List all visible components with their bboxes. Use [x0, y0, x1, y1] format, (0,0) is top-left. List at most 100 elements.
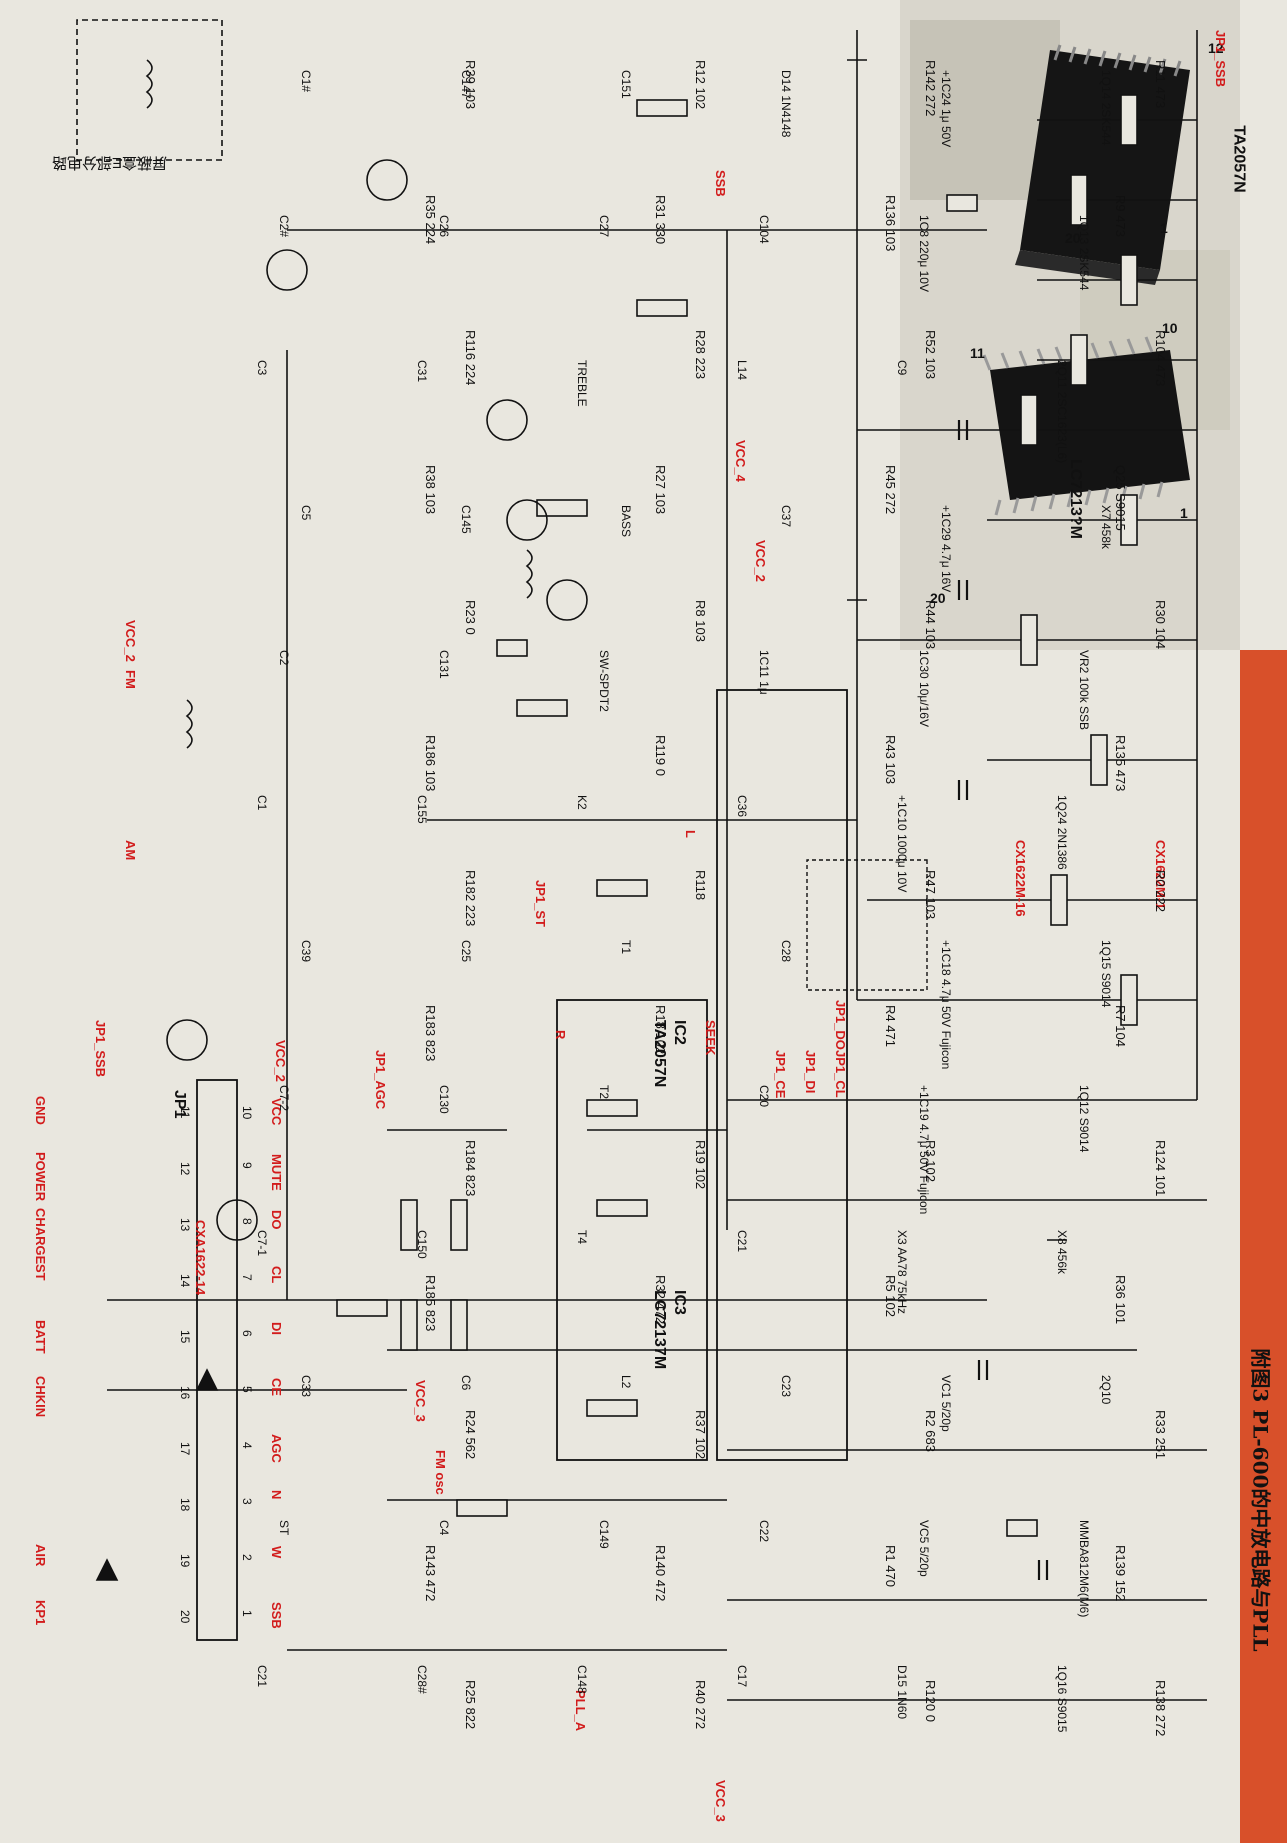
component-r47: R47 103	[923, 870, 938, 920]
jp1-signal-13: CHARGE	[33, 1208, 48, 1265]
label-vc1: VC1 5/20p	[939, 1375, 953, 1432]
jp1-pin-4: 4	[240, 1442, 254, 1449]
x3-body	[1006, 1519, 1038, 1537]
component-r9: R9 473	[1113, 195, 1128, 237]
component-r45: R45 272	[883, 465, 898, 515]
r11-body	[1120, 94, 1138, 146]
pin-1b-label: 1	[1180, 505, 1188, 521]
component-r18: R18 102	[653, 1005, 668, 1055]
net-fm: FM	[123, 670, 138, 689]
r104-body	[1120, 254, 1138, 306]
r0-body	[1070, 334, 1088, 386]
net-jp1-agc: JP1_AGC	[373, 1050, 388, 1110]
label-sw: SW-SPDT2	[597, 650, 611, 712]
label-t2: T2	[597, 1085, 611, 1100]
component-r25: R25 822	[463, 1680, 478, 1730]
jp1-pin-5: 5	[240, 1386, 254, 1393]
jp1-pin-12: 12	[178, 1162, 192, 1176]
jp1-pin-13: 13	[178, 1218, 192, 1232]
component-r124: R124 101	[1153, 1140, 1168, 1197]
component-r184: R184 823	[463, 1140, 478, 1197]
component-r139: R139 152	[1113, 1545, 1128, 1602]
jp1-pin-9: 9	[240, 1162, 254, 1169]
net-l: L	[683, 830, 698, 838]
r4-body	[636, 99, 688, 117]
net-pll-a: PLL_A	[573, 1690, 588, 1732]
r182-body	[450, 1199, 468, 1251]
label-c36: C36	[735, 795, 749, 818]
jp1-pin-6: 6	[240, 1330, 254, 1337]
jp1-signal-9: MUTE	[269, 1154, 284, 1191]
label-t1: T1	[619, 940, 633, 955]
r27-body	[516, 699, 568, 717]
component-r136: R136 103	[883, 195, 898, 252]
jp1-signal-5: CE	[269, 1378, 284, 1397]
label-c150: C150	[415, 1230, 429, 1259]
ic2-body	[716, 689, 848, 1461]
q10-body	[166, 1019, 208, 1061]
net-r: R	[553, 1030, 568, 1040]
pin-12-label: 12	[1208, 40, 1224, 56]
net-vcc2-b: VCC_2	[273, 1040, 288, 1082]
jp1-pin-1: 1	[240, 1610, 254, 1617]
pin-11-label: 11	[970, 345, 985, 361]
x8-body	[496, 639, 528, 657]
component-r31: R31 330	[653, 195, 668, 245]
caption-band	[1240, 650, 1287, 1843]
label-l2: L2	[619, 1375, 633, 1389]
jp1-pin-18: 18	[178, 1498, 192, 1512]
label-c24: +1C24 1μ 50V	[939, 70, 953, 148]
r19-body	[586, 1099, 638, 1117]
label-q11: 2Q11 2SC1623(L6)	[1055, 360, 1069, 464]
component-r182: R182 223	[463, 870, 478, 927]
label-vr2: VR2 100k SSB	[1077, 650, 1091, 731]
component-r185: R185 823	[423, 1275, 438, 1332]
net-jp1-do: JP1_DO	[833, 1000, 848, 1050]
label-q16: 1Q16 S9015	[1055, 1665, 1069, 1733]
jp1-body	[196, 1079, 238, 1641]
ic3-ref: IC3	[671, 1290, 688, 1315]
jp1-pin-16: 16	[178, 1386, 192, 1400]
component-r36: R36 101	[1113, 1275, 1128, 1325]
q15-body	[506, 499, 548, 541]
label-c21b: C21	[255, 1665, 269, 1688]
component-r8: R8 103	[693, 600, 708, 642]
label-c104: C104	[757, 215, 771, 244]
label-c23: C23	[779, 1375, 793, 1398]
component-r119: R119 0	[653, 735, 668, 776]
component-r7: R7 104	[1113, 1005, 1128, 1047]
q12-body	[546, 579, 588, 621]
r1-body	[636, 299, 688, 317]
component-r12: R12 102	[693, 60, 708, 110]
net-vcc3-b: VCC_3	[713, 1780, 728, 1822]
label-c17: C17	[735, 1665, 749, 1688]
jp1-pin-3: 3	[240, 1498, 254, 1505]
pin-1-label: 1	[1160, 220, 1168, 236]
jp1-signal-15: BATT	[33, 1320, 48, 1354]
ic2-ref: IC2	[671, 1020, 688, 1045]
label-c7-1: C7-1	[255, 1230, 269, 1257]
net-jp1-ce: JP1_CE	[773, 1050, 788, 1099]
q25-body	[266, 249, 308, 291]
label-c33: C33	[299, 1375, 313, 1398]
net-jp1-ssb-a: JP1_SSB	[1213, 30, 1228, 88]
label-c11: 1C11 1μ	[757, 650, 771, 695]
net-jp1-st: JP1_ST	[533, 880, 548, 927]
label-c147: C147	[459, 70, 473, 99]
jp1-signal-1: SSB	[269, 1602, 284, 1629]
component-r135: R135 473	[1113, 735, 1128, 792]
component-r138: R138 272	[1153, 1680, 1168, 1737]
label-c25: C25	[459, 940, 473, 963]
label-q15: 1Q15 S9014	[1099, 940, 1113, 1008]
jp1-pin-17: 17	[178, 1442, 192, 1456]
d15-symbol	[195, 1368, 219, 1391]
jp1-signal-20: KP1	[33, 1600, 48, 1626]
jp1-pin-2: 2	[240, 1554, 254, 1561]
label-c19: +1C19 4.7μ 50V Fujicon	[917, 1085, 931, 1215]
label-c22: C22	[757, 1520, 771, 1543]
r143-body	[456, 1499, 508, 1517]
component-r40: R40 272	[693, 1680, 708, 1730]
label-c21: C21	[735, 1230, 749, 1253]
